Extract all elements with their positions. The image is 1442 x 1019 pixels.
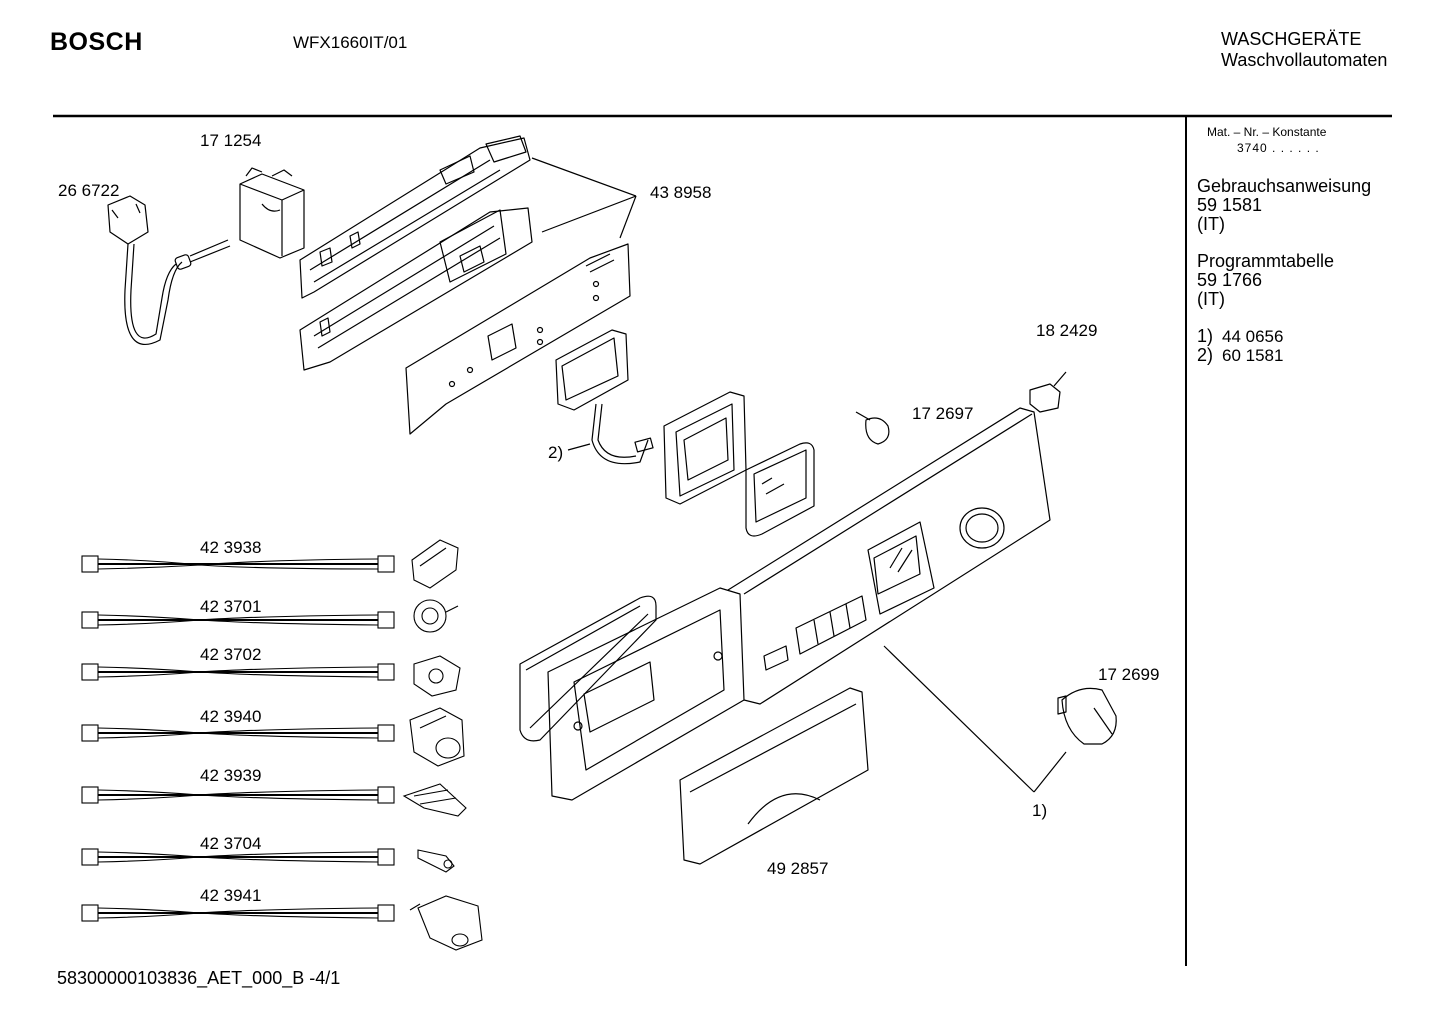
label-harness-3: 42 3702 — [200, 645, 262, 664]
leader-line — [531, 157, 637, 197]
manual-language: (IT) — [1197, 214, 1225, 234]
display-module-part — [555, 329, 654, 465]
label-harness-7: 42 3941 — [200, 886, 262, 905]
label-harness-6: 42 3704 — [200, 834, 262, 853]
leader-line — [619, 195, 637, 239]
valve-part — [409, 895, 483, 951]
label-harness-5: 42 3939 — [200, 766, 262, 785]
label-mains-cable: 26 6722 — [58, 181, 120, 200]
label-knob-program: 17 2699 — [1098, 665, 1160, 684]
mains-cable-part — [107, 195, 231, 345]
brand-logo: BOSCH — [50, 28, 143, 56]
label-control-module: 43 8958 — [650, 183, 712, 202]
display-window-part — [745, 442, 815, 537]
manual-number: 59 1581 — [1197, 195, 1263, 215]
note-1-key: 1) — [1197, 326, 1214, 346]
label-clip: 18 2429 — [1036, 321, 1098, 340]
note-2-key: 2) — [1197, 345, 1214, 365]
harness-rows — [81, 539, 483, 951]
display-frame-part — [663, 391, 747, 505]
document-code: 58300000103836_AET_000_B -4/1 — [57, 968, 341, 988]
clip-part — [1029, 371, 1067, 413]
knob-small-part — [855, 411, 890, 445]
drawer-seal-part — [519, 595, 657, 742]
control-frame-upper-part — [299, 135, 531, 299]
program-table-number: 59 1766 — [1197, 270, 1263, 290]
label-suppressor: 17 1254 — [200, 131, 262, 150]
label-display-ref: 2) — [548, 443, 564, 462]
mat-number-label: Mat. – Nr. – Konstante — [1207, 125, 1327, 139]
harness-row-2 — [81, 611, 395, 629]
leader-line — [541, 195, 637, 233]
mat-number-value: 3740 . . . . . . — [1237, 141, 1320, 155]
label-harness-2: 42 3701 — [200, 597, 262, 616]
note-1-value: 44 0656 — [1222, 327, 1284, 346]
note-2-value: 60 1581 — [1222, 346, 1284, 365]
category-subtitle: Waschvollautomaten — [1221, 50, 1388, 70]
leader-line — [567, 443, 591, 451]
knob-program-part — [1057, 687, 1117, 745]
control-panel-part — [727, 407, 1051, 705]
label-harness-1: 42 3938 — [200, 538, 262, 557]
drawer-handle-part — [679, 687, 869, 865]
harness-row-4 — [81, 724, 395, 742]
leader-line — [1033, 751, 1067, 793]
pump-part — [413, 655, 461, 697]
harness-row-5 — [81, 786, 395, 804]
label-harness-4: 42 3940 — [200, 707, 262, 726]
label-drawer-handle: 49 2857 — [767, 859, 829, 878]
label-panel-ref: 1) — [1032, 801, 1048, 820]
detergent-drawer-part — [547, 587, 745, 801]
harness-row-1 — [81, 555, 395, 573]
manual-title: Gebrauchsanweisung — [1197, 176, 1372, 196]
harness-row-6 — [81, 848, 395, 866]
control-frame-lower-part — [299, 207, 533, 371]
control-pcb-part — [405, 243, 631, 435]
harness-row-7 — [81, 904, 395, 922]
leader-line — [883, 645, 1035, 793]
heater-part — [402, 783, 467, 817]
pressure-switch-part — [413, 599, 459, 633]
door-lock-part — [411, 539, 459, 589]
category-title: WASCHGERÄTE — [1221, 29, 1362, 49]
label-knob-small: 17 2697 — [912, 404, 974, 423]
harness-row-3 — [81, 663, 395, 681]
program-table-title: Programmtabelle — [1197, 251, 1335, 271]
model-number: WFX1660IT/01 — [293, 33, 408, 52]
suppressor-part — [239, 167, 305, 259]
motor-part — [409, 707, 465, 767]
program-table-language: (IT) — [1197, 289, 1225, 309]
ntc-sensor-part — [417, 849, 455, 873]
